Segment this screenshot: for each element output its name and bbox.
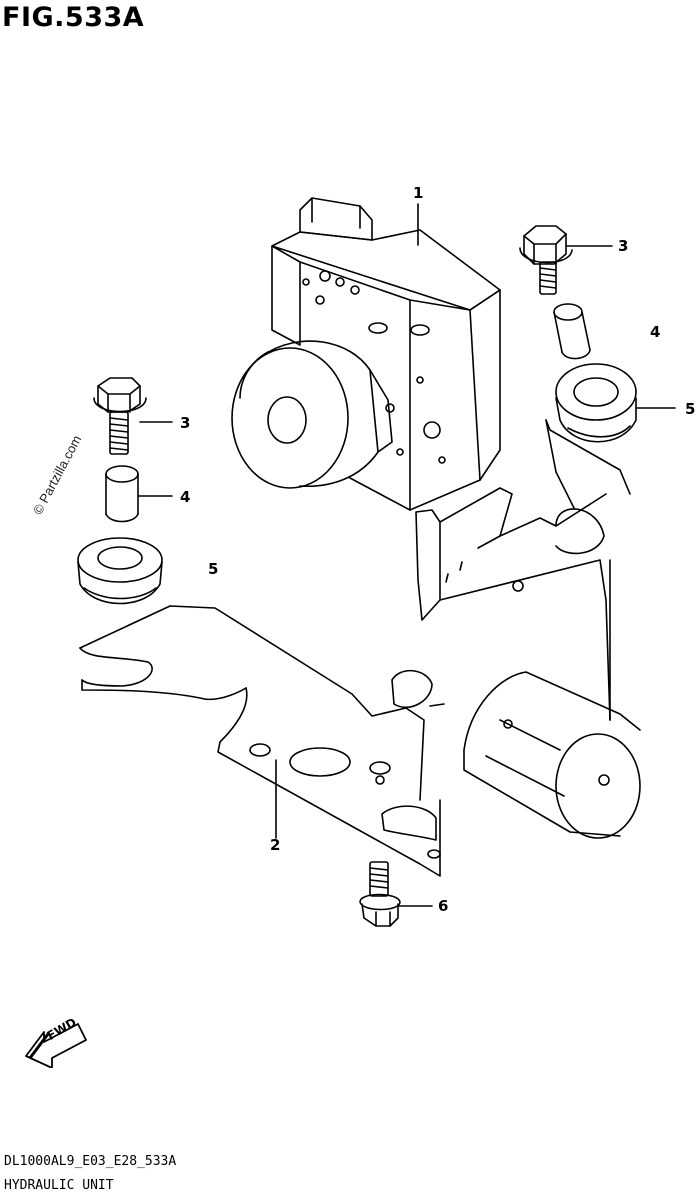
figure-title: FIG.533A [2, 2, 145, 33]
callout-4-right: 4 [650, 323, 661, 341]
hydraulic-unit-part [231, 197, 501, 511]
callout-5-left: 5 [208, 560, 219, 578]
callout-1: 1 [413, 184, 424, 202]
diagram-code: DL1000AL9_E03_E28_533A [4, 1154, 177, 1169]
flange-bolt-part [359, 861, 401, 927]
callout-5-right: 5 [685, 400, 696, 418]
bolt-part-right [519, 225, 573, 295]
bolt-part-left [93, 377, 147, 455]
grommet-part-right [555, 363, 637, 443]
collar-part-right [553, 303, 591, 360]
callout-6: 6 [438, 897, 449, 915]
callout-2: 2 [270, 836, 281, 854]
callout-3-left: 3 [180, 414, 191, 432]
diagram-name: HYDRAULIC UNIT [4, 1178, 114, 1193]
callout-3-right: 3 [618, 237, 629, 255]
bracket-part [79, 419, 641, 877]
callout-4-left: 4 [180, 488, 191, 506]
collar-part-left [105, 465, 139, 523]
grommet-part-left [77, 537, 163, 605]
fwd-arrow-icon [25, 1023, 87, 1068]
